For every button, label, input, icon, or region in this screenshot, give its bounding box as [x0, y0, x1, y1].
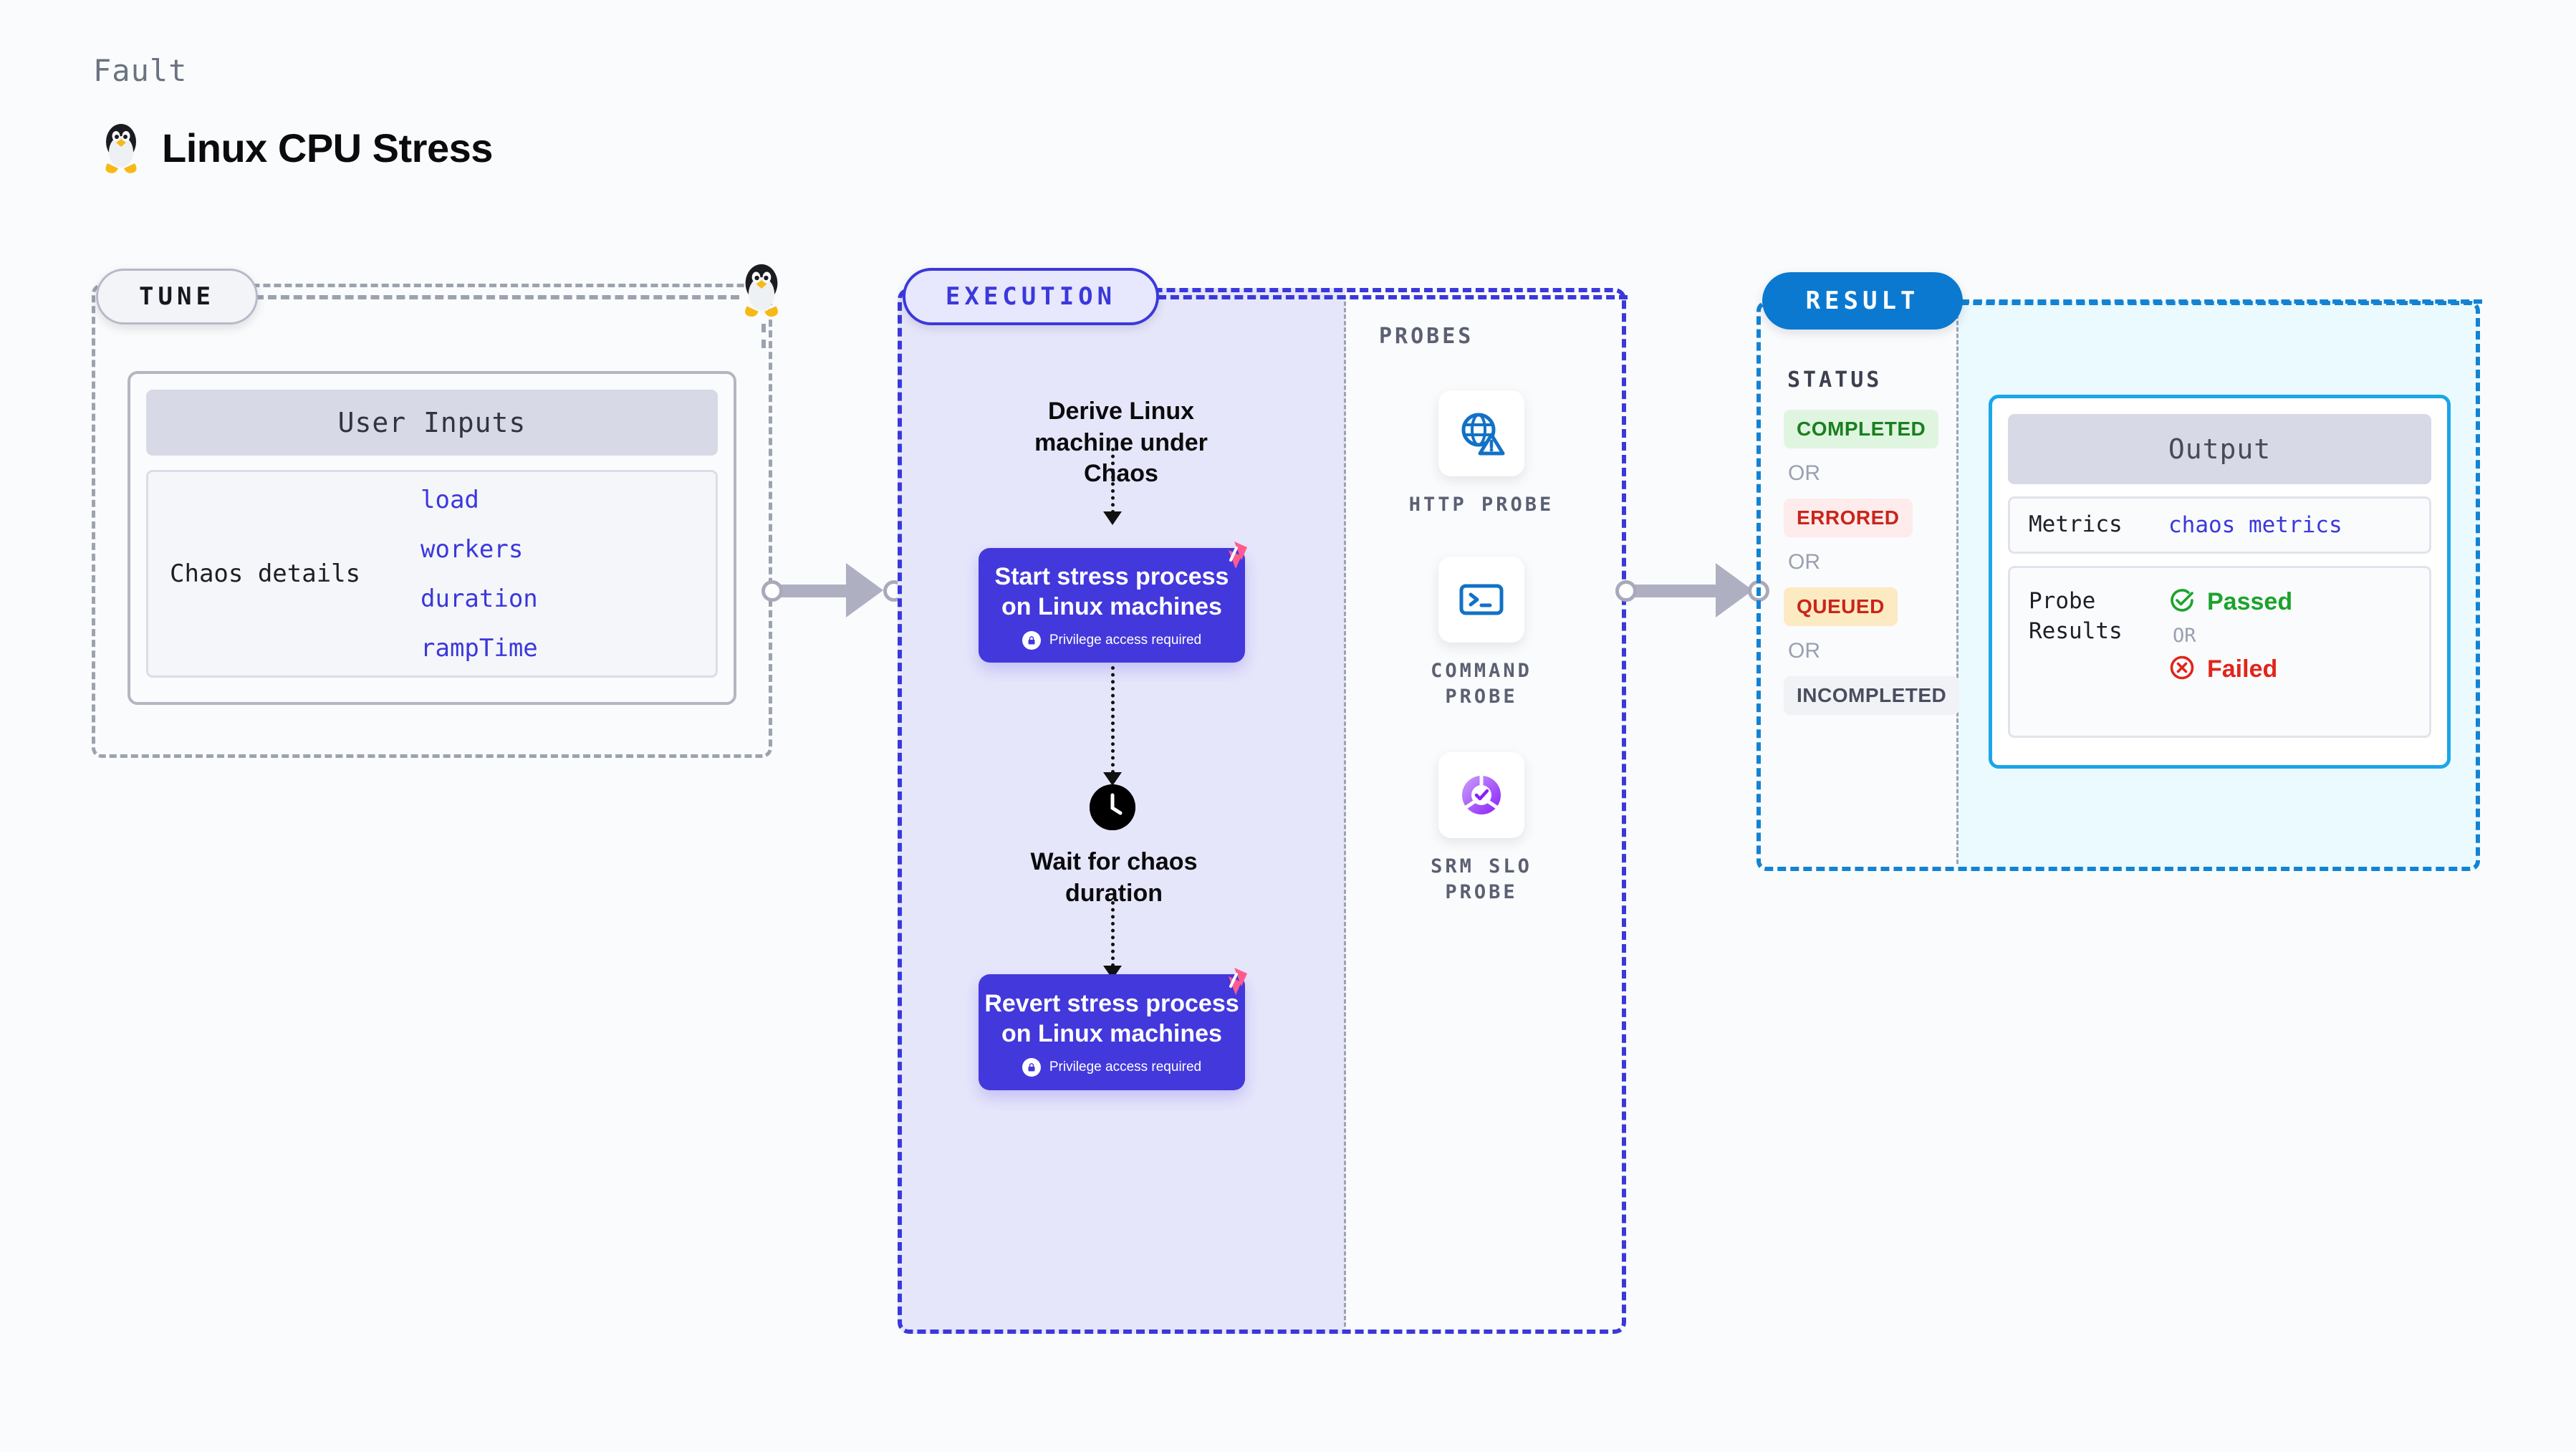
status-badge-errored: ERRORED [1784, 499, 1913, 537]
lock-icon [1022, 630, 1041, 650]
flow-connector-3 [1111, 901, 1115, 967]
user-inputs-title: User Inputs [146, 390, 718, 456]
probe-failed-line: Failed [2168, 654, 2292, 685]
step-revert-stress-note-text: Privilege access required [1049, 1059, 1202, 1074]
execution-connector-line [1158, 295, 1628, 299]
result-inner-divider [1956, 308, 1959, 864]
flow-arrowhead-1 [1103, 511, 1122, 525]
tune-to-execution-arrow [761, 563, 908, 617]
status-or-2: OR [1788, 550, 1820, 574]
step-start-stress-title: Start stress process on Linux machines [994, 562, 1229, 621]
flow-step-wait: Wait for chaos duration [1030, 848, 1198, 907]
chaos-details-label: Chaos details [170, 559, 361, 588]
status-list: COMPLETED OR ERRORED OR QUEUED OR INCOMP… [1784, 410, 1960, 715]
output-probe-results-row: Probe Results Passed OR [2008, 565, 2431, 738]
output-probe-key: Probe Results [2029, 587, 2123, 644]
probe-http-label: HTTP PROBE [1408, 494, 1554, 516]
output-title: Output [2008, 414, 2431, 484]
tune-connector-stem [761, 324, 766, 348]
lock-icon [1022, 1057, 1041, 1077]
probe-passed-line: Passed [2168, 587, 2292, 617]
x-circle-icon [2168, 654, 2196, 685]
step-start-stress-note-text: Privilege access required [1049, 632, 1202, 648]
harness-logo-icon [1213, 539, 1250, 580]
terminal-icon [1438, 557, 1524, 643]
chaos-details-row: Chaos details load workers duration ramp… [146, 470, 718, 678]
step-revert-stress-note: Privilege access required [1022, 1057, 1202, 1077]
output-metrics-row: Metrics chaos metrics [2008, 496, 2431, 554]
input-ramptime: rampTime [420, 633, 538, 663]
page-title: Linux CPU Stress [162, 125, 493, 170]
flow-connector-2 [1111, 666, 1115, 774]
execution-section [898, 288, 1626, 1334]
linux-penguin-icon [99, 120, 143, 175]
probes-title: PROBES [1379, 324, 1474, 349]
user-inputs-card: User Inputs Chaos details load workers d… [128, 371, 736, 705]
probe-srm-slo[interactable]: SRM SLO PROBE [1399, 752, 1564, 906]
execution-to-result-arrow [1615, 563, 1773, 617]
result-connector-line [1961, 299, 2482, 304]
flow-connector-1 [1111, 448, 1115, 514]
probe-result-or: OR [2173, 624, 2196, 647]
page-kicker: Fault [93, 53, 188, 88]
status-or-1: OR [1788, 461, 1820, 485]
check-circle-icon [2168, 587, 2196, 617]
input-load: load [420, 485, 479, 514]
probe-passed-label: Passed [2207, 587, 2293, 615]
slo-check-icon [1438, 752, 1524, 838]
flow-step-derive: Derive Linux machine under Chaos [1034, 398, 1208, 488]
execution-probes-divider [1344, 295, 1346, 1327]
tune-section [92, 284, 772, 758]
output-metrics-value: chaos metrics [2168, 511, 2342, 538]
step-revert-stress-title: Revert stress process on Linux machines [984, 989, 1239, 1048]
tune-pill[interactable]: TUNE [96, 269, 258, 324]
harness-logo-icon [1213, 965, 1250, 1006]
chaos-details-values: load workers duration rampTime [420, 486, 538, 663]
probe-failed-label: Failed [2207, 655, 2278, 683]
probe-command[interactable]: COMMAND PROBE [1399, 557, 1564, 711]
flow-arrowhead-2 [1103, 772, 1122, 786]
status-badge-queued: QUEUED [1784, 587, 1898, 626]
output-probe-values: Passed OR Failed [2168, 587, 2292, 685]
status-title: STATUS [1787, 367, 1883, 393]
step-start-stress[interactable]: Start stress process on Linux machines P… [979, 548, 1245, 663]
page-header: Linux CPU Stress [99, 120, 493, 175]
globe-warning-icon [1438, 390, 1524, 476]
execution-pill[interactable]: EXECUTION [903, 268, 1159, 325]
step-revert-stress[interactable]: Revert stress process on Linux machines … [979, 974, 1245, 1090]
status-badge-incompleted: INCOMPLETED [1784, 676, 1960, 715]
probe-srm-slo-label: SRM SLO PROBE [1431, 855, 1532, 904]
linux-penguin-icon [738, 260, 785, 322]
result-pill[interactable]: RESULT [1762, 272, 1963, 330]
output-metrics-key: Metrics [2029, 511, 2123, 537]
status-badge-completed: COMPLETED [1784, 410, 1939, 448]
clock-icon [1090, 784, 1135, 830]
status-or-3: OR [1788, 639, 1820, 663]
input-workers: workers [420, 534, 524, 564]
probe-command-label: COMMAND PROBE [1431, 660, 1532, 708]
output-card: Output Metrics chaos metrics Probe Resul… [1989, 395, 2451, 769]
probe-http[interactable]: HTTP PROBE [1399, 390, 1564, 518]
step-start-stress-note: Privilege access required [1022, 630, 1202, 650]
tune-connector-line [255, 295, 739, 299]
input-duration: duration [420, 584, 538, 613]
